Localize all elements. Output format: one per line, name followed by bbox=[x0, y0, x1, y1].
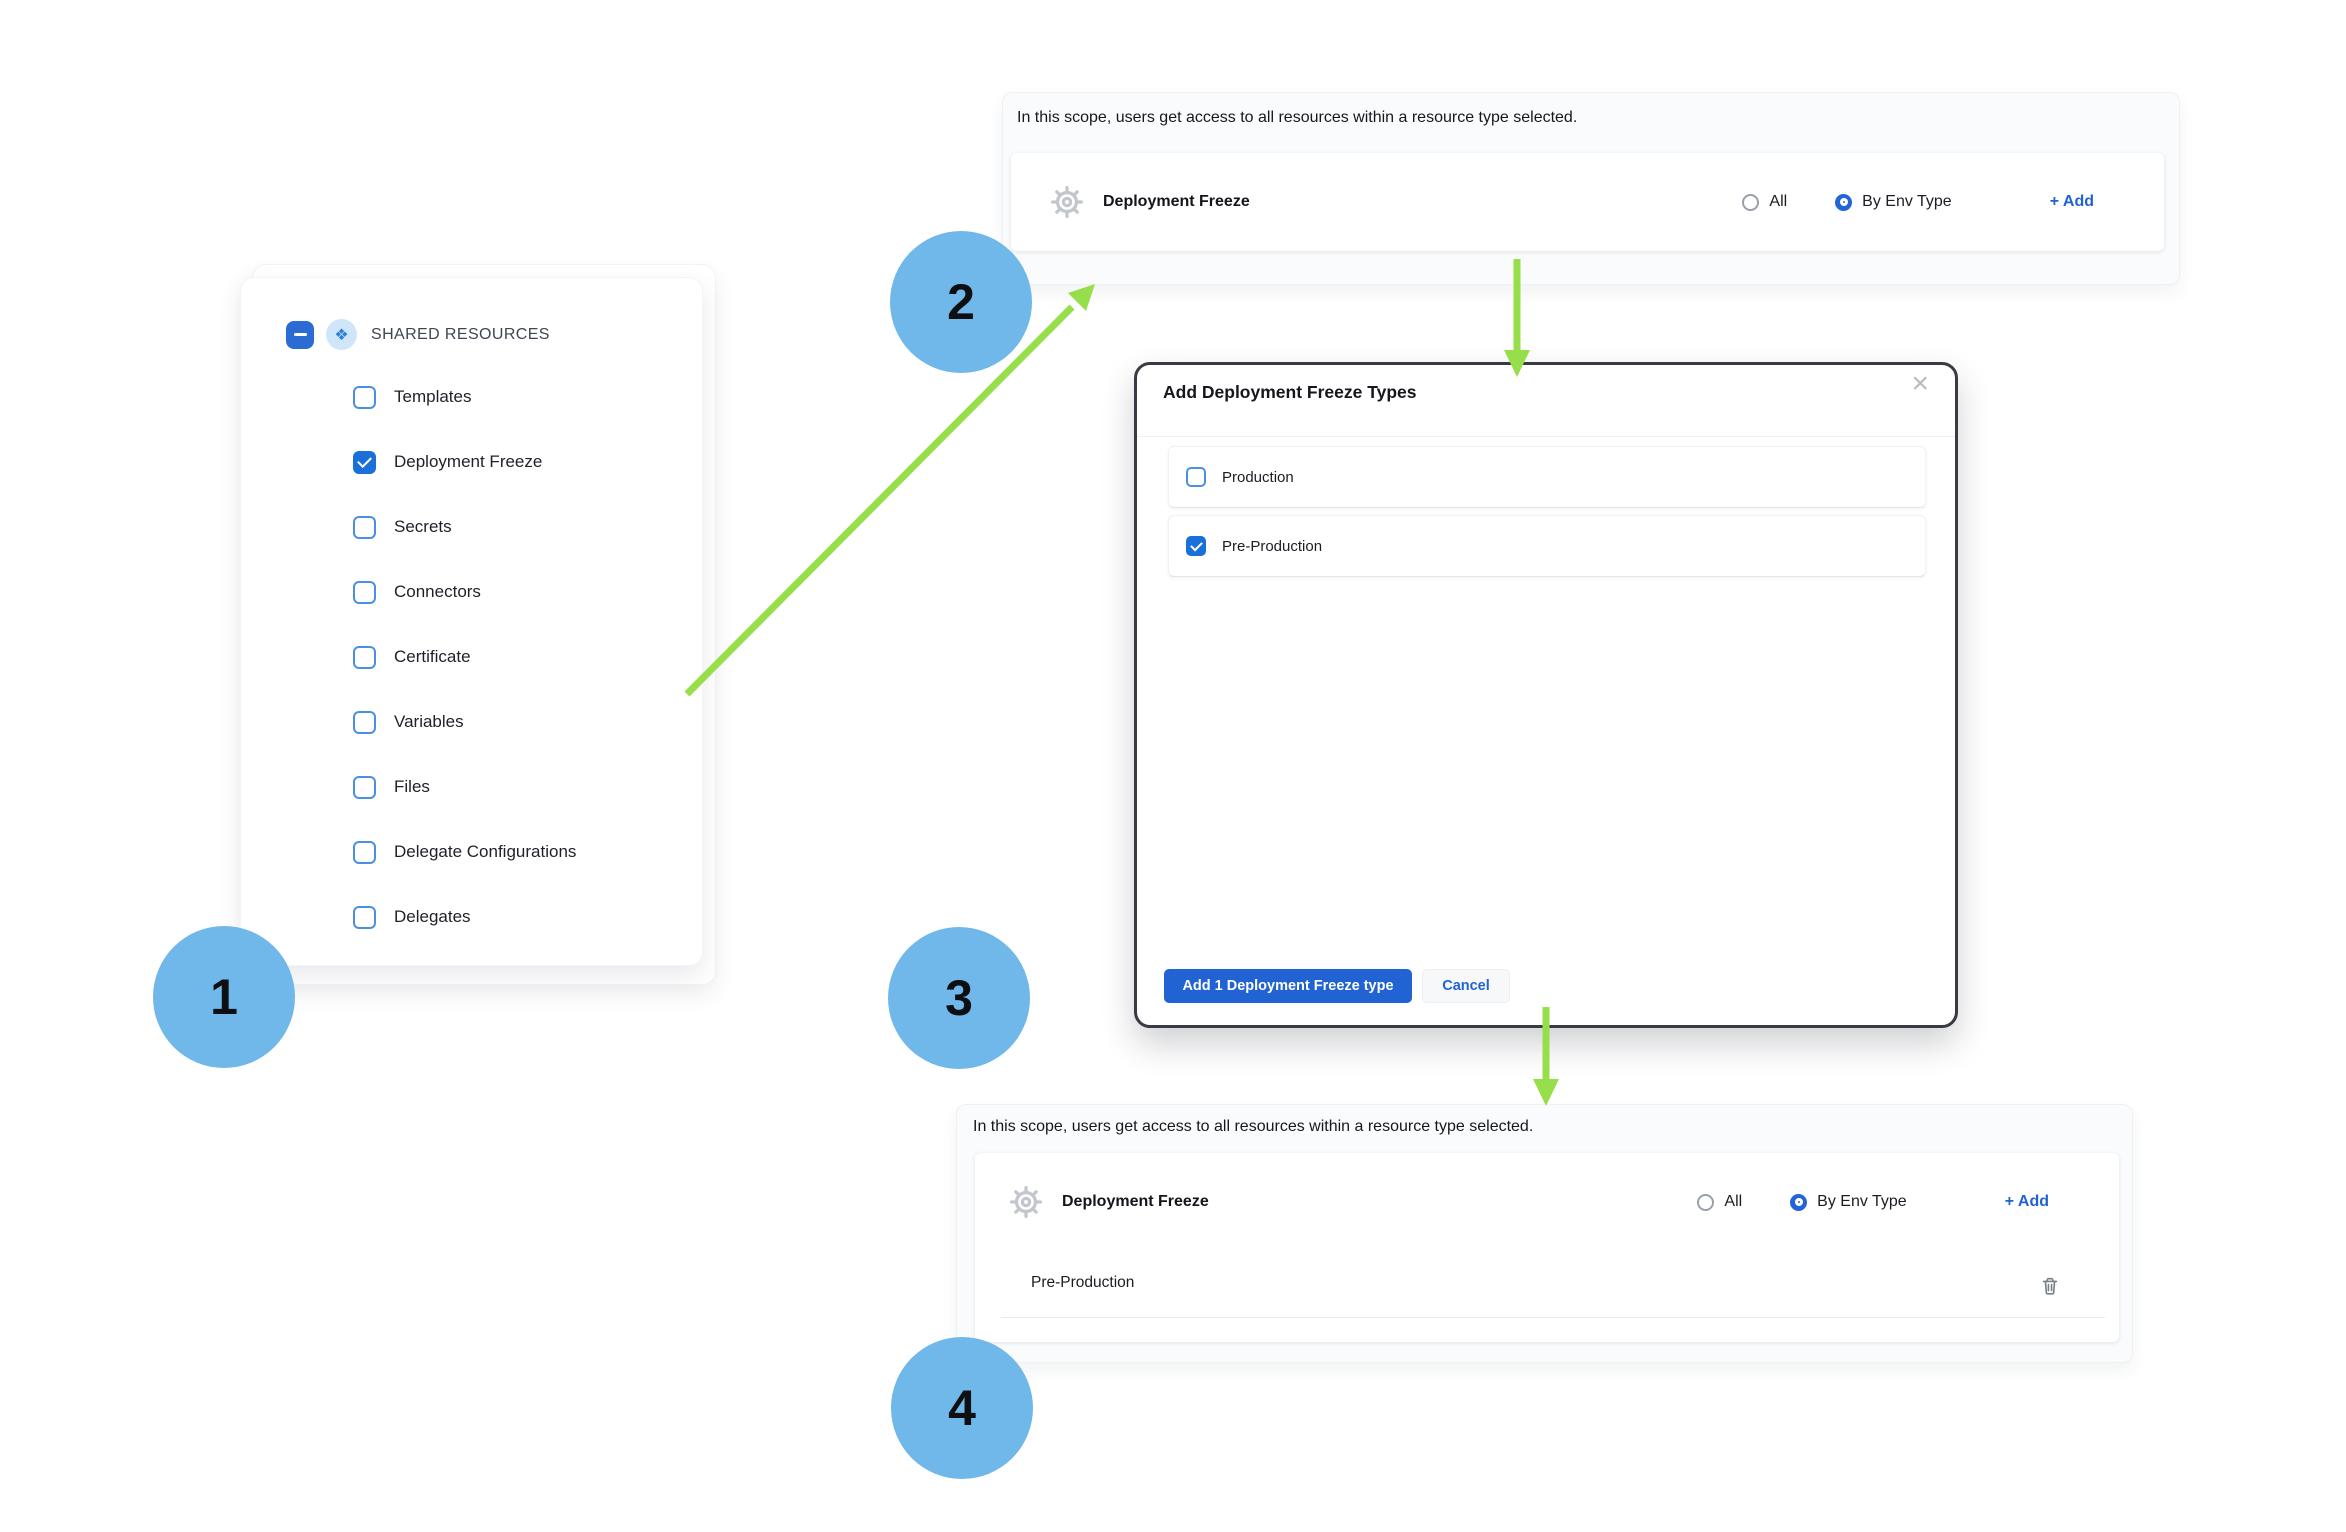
selected-type-pre-production: Pre-Production bbox=[1031, 1274, 1135, 1291]
list-item-variables[interactable]: Variables bbox=[353, 710, 576, 734]
add-freeze-type-button[interactable]: Add 1 Deployment Freeze type bbox=[1164, 969, 1412, 1003]
radio-option-all[interactable]: All bbox=[1742, 193, 1787, 211]
step-number: 2 bbox=[947, 274, 975, 330]
item-label: Delegates bbox=[394, 907, 471, 926]
step-badge-4: 4 bbox=[891, 1337, 1033, 1479]
radio-label: By Env Type bbox=[1817, 1193, 1907, 1210]
resource-type-name: Deployment Freeze bbox=[1062, 1193, 1209, 1210]
step-badge-1: 1 bbox=[153, 926, 295, 1068]
gear-icon bbox=[1050, 185, 1084, 219]
row-divider bbox=[1001, 1317, 2105, 1318]
add-deployment-freeze-types-modal: Add Deployment Freeze Types × Production… bbox=[1134, 362, 1958, 1028]
scope-options: All By Env Type + Add bbox=[1742, 193, 2094, 211]
item-label: Templates bbox=[394, 387, 472, 406]
step-number: 1 bbox=[210, 969, 238, 1025]
list-item-certificate[interactable]: Certificate bbox=[353, 645, 576, 669]
checkbox-delegate-configurations[interactable] bbox=[353, 840, 376, 864]
resource-type-name: Deployment Freeze bbox=[1103, 193, 1250, 210]
row-label: Pre-Production bbox=[1222, 537, 1323, 555]
item-label: Delegate Configurations bbox=[394, 842, 577, 861]
checkbox-connectors[interactable] bbox=[353, 580, 376, 604]
cancel-button[interactable]: Cancel bbox=[1422, 969, 1510, 1003]
checkbox-certificate[interactable] bbox=[353, 645, 376, 669]
scope-options: All By Env Type + Add bbox=[1697, 1193, 2049, 1211]
resource-type-list: Templates Deployment Freeze Secrets Conn… bbox=[353, 385, 576, 970]
resource-type-card: Deployment Freeze All By Env Type + Add bbox=[1011, 153, 2164, 251]
radio-label: All bbox=[1769, 193, 1788, 210]
trash-icon[interactable] bbox=[2039, 1275, 2061, 1297]
close-icon[interactable]: × bbox=[1911, 367, 1929, 400]
list-item-deployment-freeze[interactable]: Deployment Freeze bbox=[353, 450, 576, 474]
checkbox-delegates[interactable] bbox=[353, 905, 376, 929]
shared-resources-icon: ❖ bbox=[326, 319, 357, 350]
shared-resources-title: SHARED RESOURCES bbox=[371, 325, 550, 343]
checkbox-deployment-freeze[interactable] bbox=[353, 450, 376, 474]
resources-glyph: ❖ bbox=[334, 326, 349, 344]
list-item-delegate-configurations[interactable]: Delegate Configurations bbox=[353, 840, 576, 864]
collapse-button[interactable] bbox=[286, 320, 314, 349]
scope-panel-step2: In this scope, users get access to all r… bbox=[1002, 92, 2180, 285]
deployment-freeze-row: Deployment Freeze All By Env Type + Add bbox=[1011, 153, 2164, 251]
radio-option-all[interactable]: All bbox=[1697, 1193, 1742, 1211]
row-pre-production[interactable]: Pre-Production bbox=[1168, 515, 1926, 577]
check-icon bbox=[357, 453, 372, 469]
checkbox-pre-production[interactable] bbox=[1186, 536, 1206, 556]
minus-icon bbox=[293, 333, 307, 336]
checkbox-files[interactable] bbox=[353, 775, 376, 799]
item-label: Certificate bbox=[394, 647, 471, 666]
radio-by-env-type[interactable] bbox=[1790, 1193, 1808, 1211]
checkbox-templates[interactable] bbox=[353, 385, 376, 409]
resource-type-card: Deployment Freeze All By Env Type + Add … bbox=[975, 1153, 2119, 1342]
add-button[interactable]: + Add bbox=[2004, 1193, 2049, 1210]
item-label: Files bbox=[394, 777, 430, 796]
row-label: Production bbox=[1222, 468, 1294, 486]
check-icon bbox=[1189, 538, 1203, 551]
item-label: Deployment Freeze bbox=[394, 452, 543, 471]
scope-description: In this scope, users get access to all r… bbox=[973, 1118, 1534, 1135]
list-item-secrets[interactable]: Secrets bbox=[353, 515, 576, 539]
list-item-connectors[interactable]: Connectors bbox=[353, 580, 576, 604]
scope-description: In this scope, users get access to all r… bbox=[1017, 109, 1578, 126]
radio-all[interactable] bbox=[1697, 1193, 1715, 1211]
modal-footer: Add 1 Deployment Freeze type Cancel bbox=[1164, 969, 1510, 1003]
gear-icon bbox=[1009, 1185, 1043, 1219]
modal-title: Add Deployment Freeze Types bbox=[1163, 382, 1417, 402]
arrow-step1-to-step2 bbox=[684, 284, 1095, 697]
list-item-files[interactable]: Files bbox=[353, 775, 576, 799]
freeze-type-list: Production Pre-Production bbox=[1168, 446, 1926, 584]
radio-by-env-type[interactable] bbox=[1835, 193, 1853, 211]
step-badge-2: 2 bbox=[890, 231, 1032, 373]
add-button[interactable]: + Add bbox=[2049, 193, 2094, 210]
radio-label: All bbox=[1724, 1193, 1743, 1210]
modal-header-divider bbox=[1137, 436, 1955, 437]
step-number: 4 bbox=[948, 1380, 976, 1436]
checkbox-production[interactable] bbox=[1186, 467, 1206, 487]
shared-resources-panel: ❖ SHARED RESOURCES Templates Deployment … bbox=[240, 277, 703, 966]
radio-option-by-env-type[interactable]: By Env Type bbox=[1790, 1193, 1907, 1211]
step-badge-3: 3 bbox=[888, 927, 1030, 1069]
radio-label: By Env Type bbox=[1862, 193, 1952, 210]
shared-resources-header: ❖ SHARED RESOURCES bbox=[286, 319, 550, 350]
deployment-freeze-row: Deployment Freeze All By Env Type + Add bbox=[975, 1153, 2119, 1251]
checkbox-variables[interactable] bbox=[353, 710, 376, 734]
step-number: 3 bbox=[945, 970, 973, 1026]
list-item-templates[interactable]: Templates bbox=[353, 385, 576, 409]
checkbox-secrets[interactable] bbox=[353, 515, 376, 539]
radio-all[interactable] bbox=[1742, 193, 1760, 211]
item-label: Secrets bbox=[394, 517, 452, 536]
scope-panel-step4: In this scope, users get access to all r… bbox=[956, 1104, 2133, 1363]
item-label: Variables bbox=[394, 712, 464, 731]
radio-option-by-env-type[interactable]: By Env Type bbox=[1835, 193, 1952, 211]
row-production[interactable]: Production bbox=[1168, 446, 1926, 508]
item-label: Connectors bbox=[394, 582, 481, 601]
list-item-delegates[interactable]: Delegates bbox=[353, 905, 576, 929]
